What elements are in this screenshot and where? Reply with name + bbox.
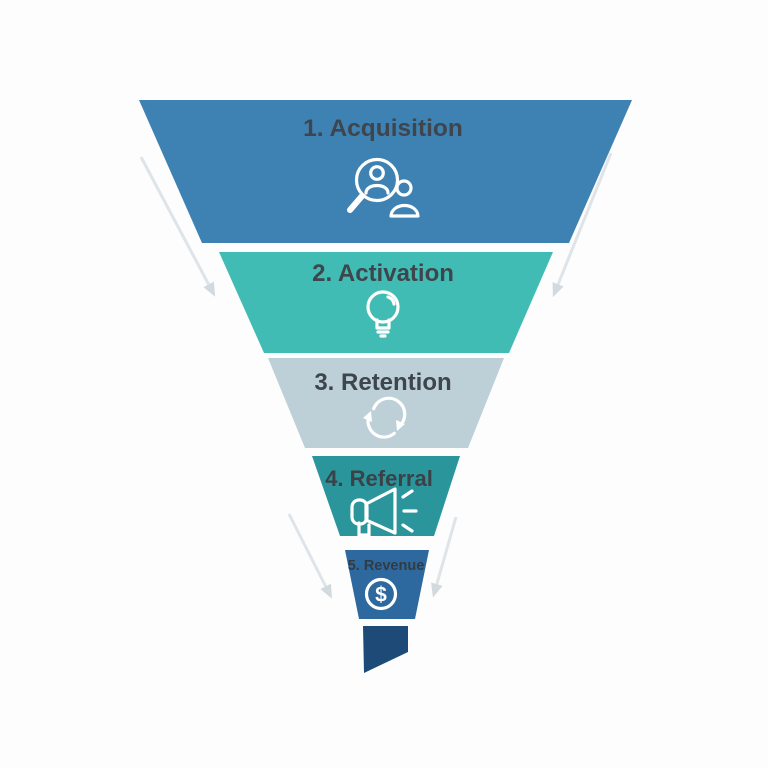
stage-label: 4. Referral [325, 466, 433, 491]
stage-label: 5. Revenue [348, 558, 425, 574]
stage-shape [312, 456, 460, 536]
magnifier-handle [347, 193, 365, 213]
stage-shape [219, 252, 553, 353]
lightbulb-icon [366, 290, 400, 338]
cycle-arrowhead-right [396, 420, 405, 431]
stage-shape [139, 100, 632, 243]
dollar-icon: $ [364, 577, 398, 611]
stage-label: 1. Acquisition [303, 115, 463, 142]
lower-right-arrow-icon [431, 516, 458, 598]
second-person-body [389, 203, 420, 218]
sound-line-top [401, 489, 414, 499]
dollar-glyph: $ [375, 584, 387, 607]
cycle-arc-top [372, 396, 407, 429]
search-user-icon [347, 157, 420, 218]
bulb-highlight [386, 295, 396, 306]
cycle-arrowhead-left [363, 411, 372, 422]
stage-label: 3. Retention [314, 369, 451, 396]
refresh-cycle-icon [363, 396, 407, 439]
funnel-tip [363, 626, 408, 673]
stage-shape [345, 550, 429, 619]
bulb-globe [366, 290, 400, 324]
second-person-head [395, 179, 413, 197]
funnel-stage-referral: 4. Referral [312, 456, 460, 537]
person-shoulders [364, 183, 390, 195]
megaphone-grip [357, 521, 371, 537]
lower-left-arrow-icon [287, 513, 332, 599]
funnel-stage-acquisition: 1. Acquisition [139, 100, 632, 243]
upper-left-arrow-icon [139, 156, 216, 297]
funnel-stage-retention: 3. Retention [268, 358, 504, 448]
sound-line-bottom [401, 523, 414, 533]
magnifier-lens [354, 157, 400, 203]
flow-arrows [139, 152, 613, 599]
person-head [369, 165, 385, 181]
stage-shape [268, 358, 504, 448]
stage-label: 2. Activation [312, 260, 454, 287]
bulb-neck [375, 318, 391, 330]
funnel-stage-revenue: 5. Revenue $ [345, 550, 429, 619]
funnel-stage-activation: 2. Activation [219, 252, 553, 353]
megaphone-icon [350, 487, 418, 537]
upper-right-arrow-icon [552, 152, 613, 298]
dollar-circle [364, 577, 398, 611]
